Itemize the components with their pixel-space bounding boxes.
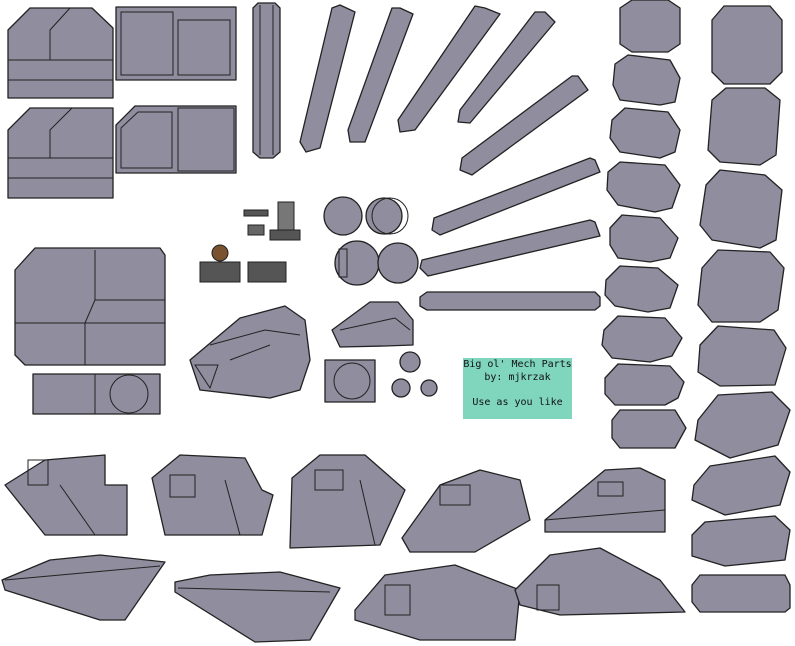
credits-label: Big ol' Mech Parts by: mjkrzak Use as yo… [463,358,572,419]
rod-vertical [252,2,281,159]
shoulder-part-1 [4,454,128,536]
round-joints [323,196,438,403]
shoulder-part-5 [544,467,666,533]
shoulder-part-3 [289,454,406,549]
cylinder-column-right [691,5,791,613]
armor-plate-2 [7,107,114,199]
sheet-title: Big ol' Mech Parts [463,359,572,370]
sheet-license: Use as you like [472,397,563,408]
head-small [331,301,414,348]
sheet-author: by: mjkrzak [484,372,551,383]
rod-diagonal-5 [459,75,589,176]
leg-part-4 [514,547,686,616]
pilot-seat-sprites [199,201,301,283]
torso-block [14,247,166,415]
armor-frame-1 [115,6,237,81]
armor-frame-2 [115,105,237,174]
leg-part-3 [354,564,521,641]
rod-diagonal-2 [347,7,414,143]
shoulder-part-4 [401,469,531,553]
rod-diagonal-6 [431,157,601,236]
leg-part-2 [174,571,341,643]
rod-diagonal-7 [419,219,601,277]
rod-diagonal-3 [397,5,501,133]
cylinder-column-left [601,0,687,449]
rod-horizontal [419,291,601,311]
rod-diagonal-4 [457,11,556,124]
leg-part-1 [1,554,166,621]
armor-plate-1 [7,7,114,99]
head-cockpit [189,305,311,399]
shoulder-part-2 [151,454,274,536]
rod-diagonal-1 [299,4,356,153]
